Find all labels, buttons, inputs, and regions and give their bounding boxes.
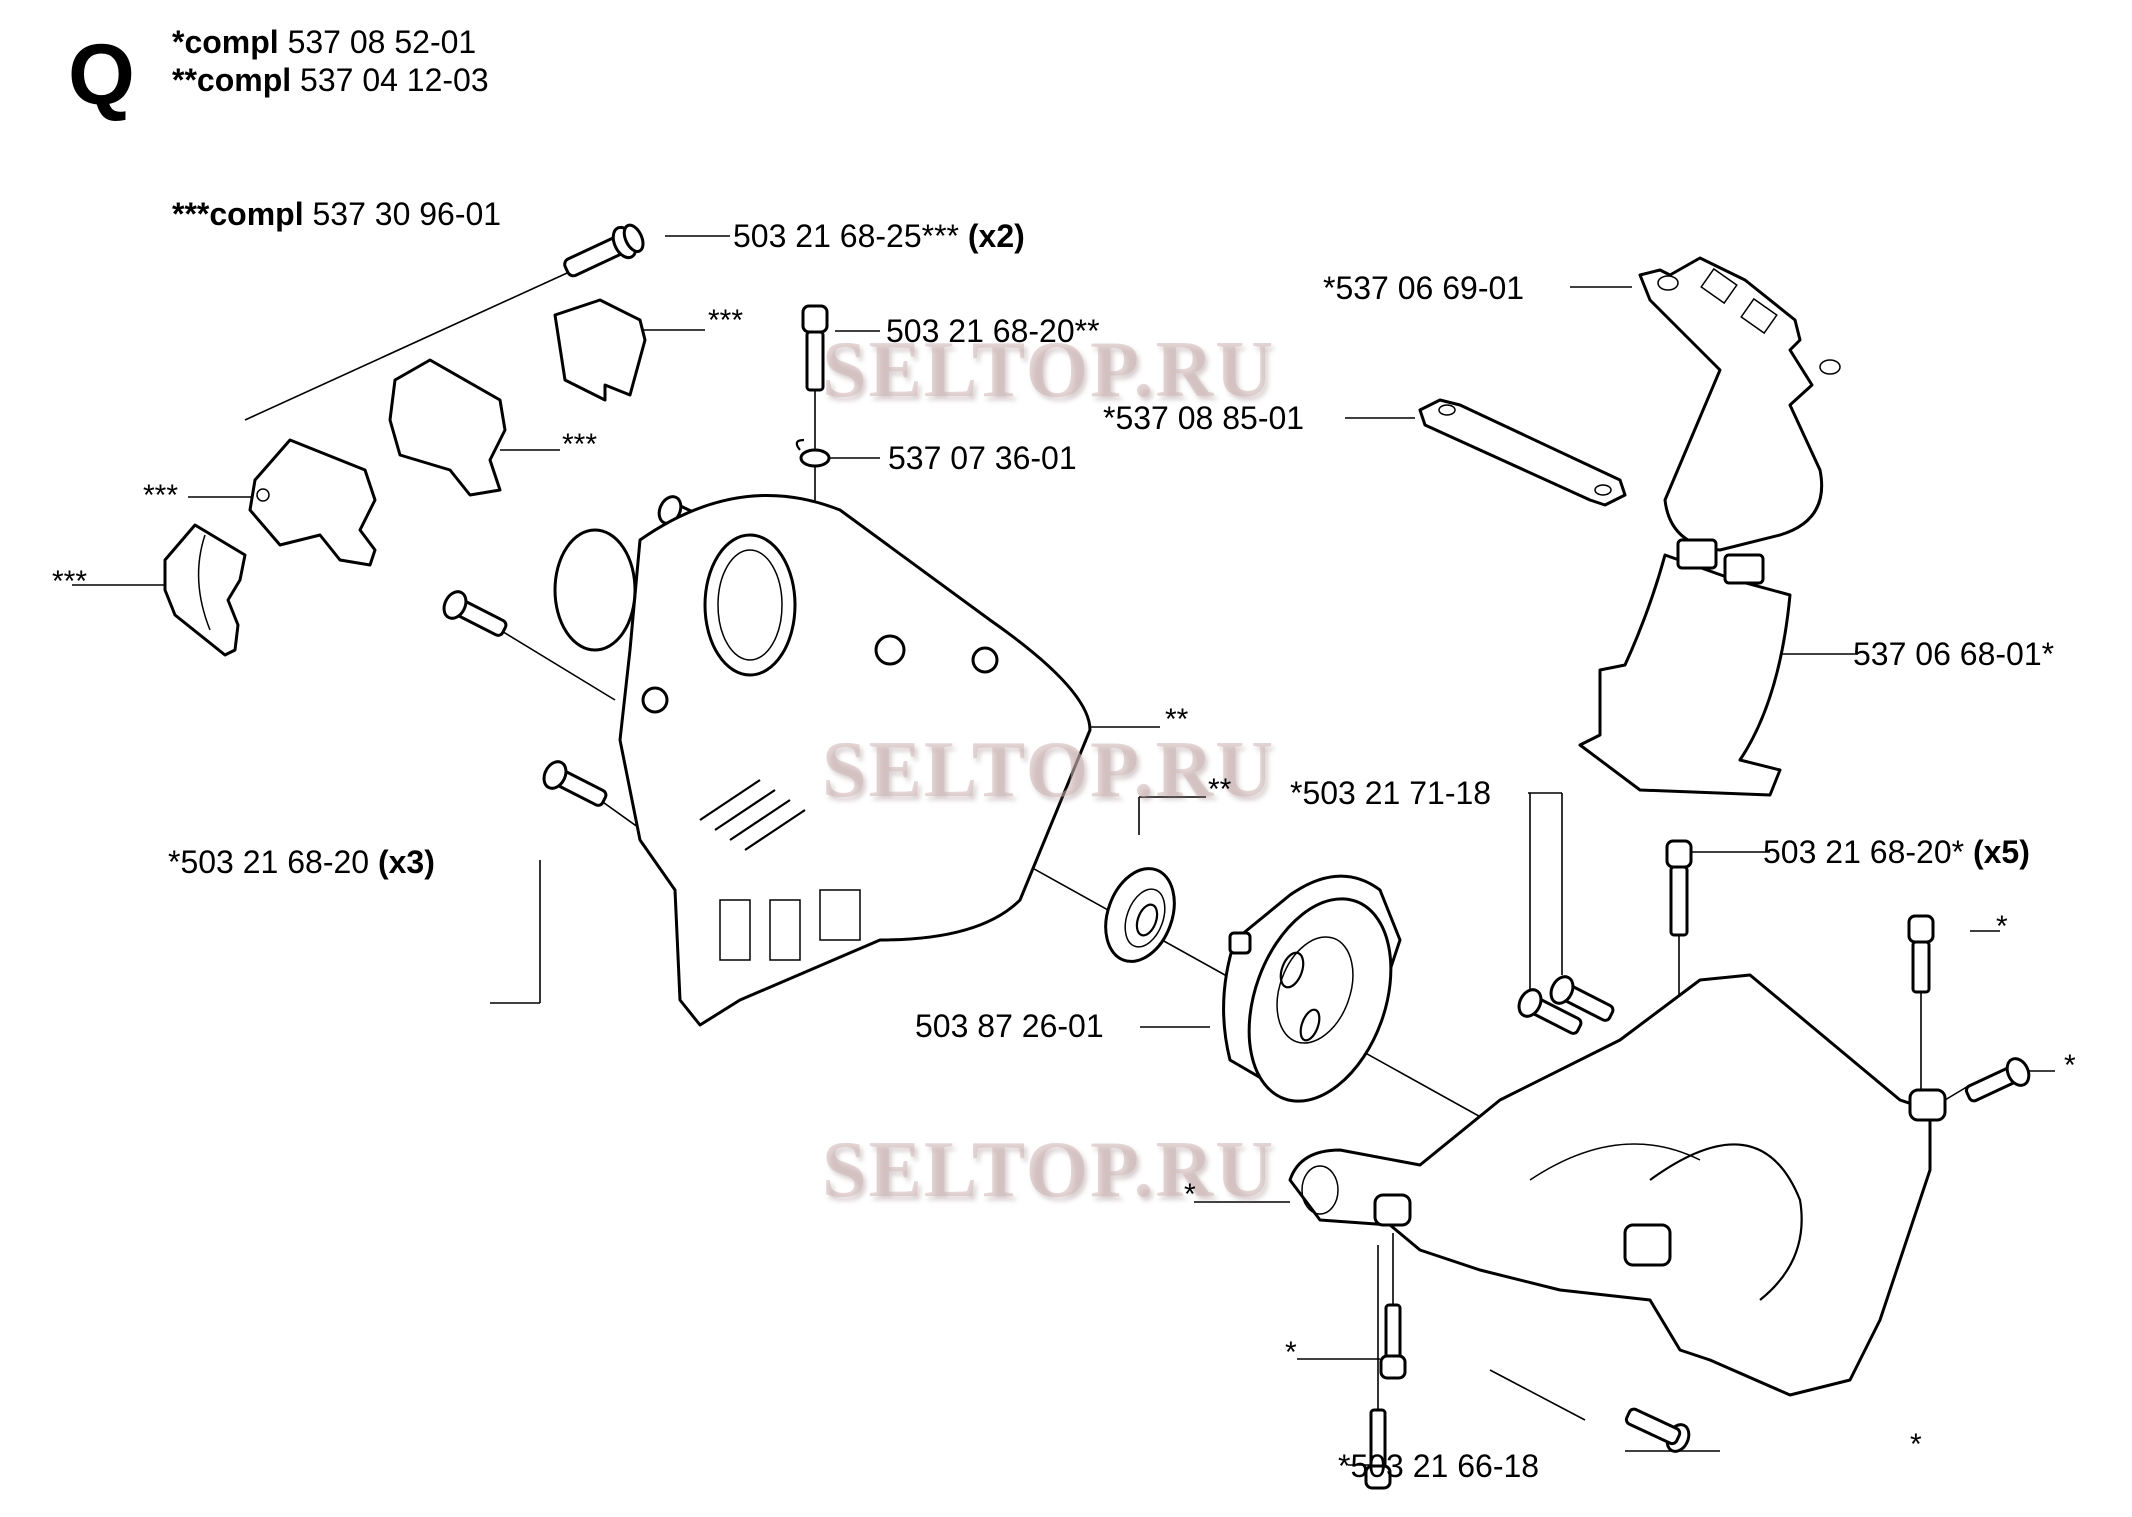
part-number: 537 07 36-01 xyxy=(888,440,1077,476)
part-number: 537 06 68-01* xyxy=(1853,636,2055,672)
part-label: *503 21 66-18 xyxy=(1338,1448,1539,1484)
starter-pawl-parts xyxy=(163,298,647,657)
part-number: *503 21 68-20 xyxy=(168,844,370,880)
part-qty: (x2) xyxy=(967,218,1025,254)
part-label: 503 87 26-01 xyxy=(915,1008,1104,1044)
kit-word: compl xyxy=(196,62,292,98)
crankcase-lower xyxy=(1288,973,1947,1397)
part-label: 503 21 68-20** xyxy=(886,313,1100,349)
kit-prefix: * xyxy=(172,24,185,60)
part-number: *537 06 69-01 xyxy=(1323,270,1525,306)
clutch-drum xyxy=(1222,874,1402,1103)
kit-number: 537 30 96-01 xyxy=(312,196,502,232)
part-label: 503 21 68-20* (x5) xyxy=(1763,834,2030,870)
kit-word: compl xyxy=(184,24,279,60)
star-label: * xyxy=(2064,1049,2076,1082)
kit-number: 537 04 12-03 xyxy=(300,62,489,98)
star-label: * xyxy=(1910,1428,1922,1461)
kit-label: ***compl 537 30 96-01 xyxy=(172,196,501,232)
part-label: *503 21 68-20 (x3) xyxy=(168,844,435,880)
intake-gaskets xyxy=(1418,256,1841,797)
star-label: *** xyxy=(52,565,88,598)
part-label: 537 07 36-01 xyxy=(888,440,1077,476)
kit-label: *compl 537 08 52-01 xyxy=(172,24,476,60)
part-number: 503 21 68-20* xyxy=(1763,834,1965,870)
star-label: ** xyxy=(1208,773,1232,806)
star-label: *** xyxy=(708,304,744,337)
kit-prefix: ** xyxy=(172,62,197,98)
kit-label: **compl 537 04 12-03 xyxy=(172,62,489,98)
section-letter: Q xyxy=(68,27,135,123)
leader-lines xyxy=(72,235,2055,1466)
star-label: * xyxy=(1285,1336,1297,1369)
part-label: *537 08 85-01 xyxy=(1103,400,1304,436)
part-number: *503 21 71-18 xyxy=(1290,775,1492,811)
part-qty: (x5) xyxy=(1972,834,2030,870)
part-label: 503 21 68-25*** (x2) xyxy=(733,218,1025,254)
part-number: 503 21 68-25*** xyxy=(733,218,959,254)
bearing xyxy=(1104,867,1176,963)
kit-prefix: *** xyxy=(172,196,210,232)
screw-icons xyxy=(442,223,2031,1490)
star-label: * xyxy=(1996,910,2008,943)
star-label: * xyxy=(1184,1178,1196,1211)
part-qty: (x3) xyxy=(377,844,435,880)
part-label: 537 06 68-01* xyxy=(1853,636,2054,672)
crankcase-cover xyxy=(553,494,1092,1027)
part-number: 503 87 26-01 xyxy=(915,1008,1104,1044)
part-number: 503 21 68-20** xyxy=(886,313,1100,349)
part-number: *503 21 66-18 xyxy=(1338,1448,1540,1484)
part-number: *537 08 85-01 xyxy=(1103,400,1305,436)
star-label: ** xyxy=(1165,703,1189,736)
kit-word: compl xyxy=(209,196,304,232)
star-label: *** xyxy=(143,479,179,512)
kit-number: 537 08 52-01 xyxy=(287,24,477,60)
star-label: *** xyxy=(562,428,598,461)
part-label: *537 06 69-01 xyxy=(1323,270,1524,306)
part-label: *503 21 71-18 xyxy=(1290,775,1491,811)
